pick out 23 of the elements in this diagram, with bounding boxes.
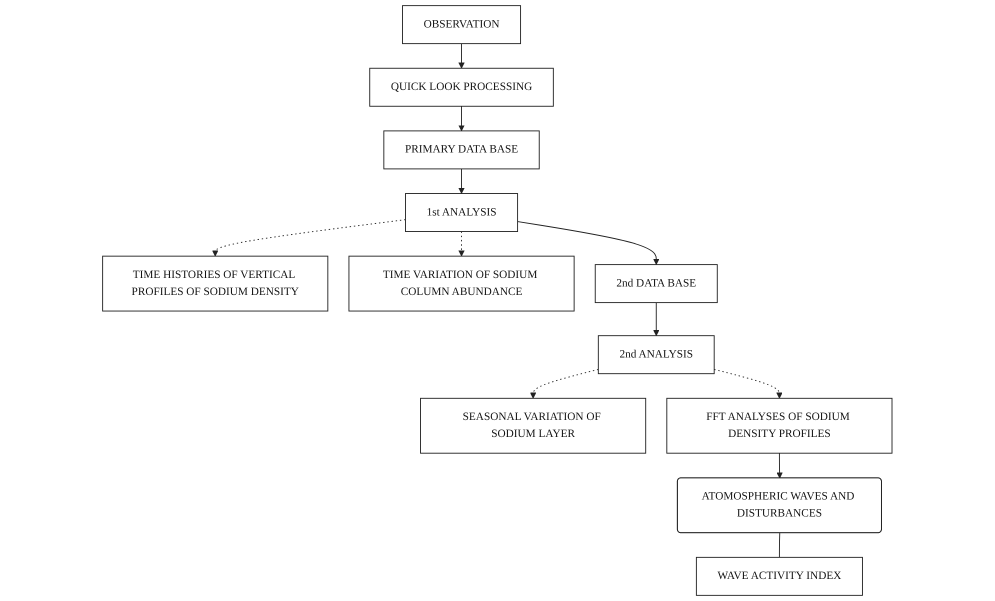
node-box (369, 68, 554, 107)
node-box (594, 264, 718, 304)
node-box (102, 256, 328, 312)
arrow (458, 168, 465, 194)
arrow (458, 231, 465, 256)
node-box (402, 5, 522, 44)
node-box (405, 193, 518, 232)
arrow (517, 221, 660, 265)
arrow (714, 368, 783, 399)
arrow (776, 452, 783, 478)
connector (779, 532, 780, 558)
arrow (212, 219, 406, 256)
node-box (384, 130, 540, 170)
flowchart: OBSERVATION QUICK LOOK PROCESSING PRIMARY DATA BASE 1st ANALYSIS TIME HISTORIES OF VERTICAL PROFILES OF SODIUM DENSITY TIME VARIATION OF SODIUM COLUMN ABUNDANCE 2nd DATA BASE SEASONAL VARIATION OF SODIUM LAYER 2nd ANALYSIS FFT ANALYSES OF SODIUM DENSITY PROFILES ATOMOSPHERIC WAVES AND DISTURBANCES WAVE ACTIVITY INDEX (97, 0, 898, 601)
arrow (653, 302, 660, 336)
arrow (458, 43, 465, 69)
node-box (420, 398, 646, 454)
arrow (458, 106, 465, 132)
node-box (696, 556, 864, 596)
node-box (348, 256, 575, 312)
arrow (530, 368, 599, 399)
node-box (598, 335, 715, 374)
node-box (666, 398, 893, 454)
